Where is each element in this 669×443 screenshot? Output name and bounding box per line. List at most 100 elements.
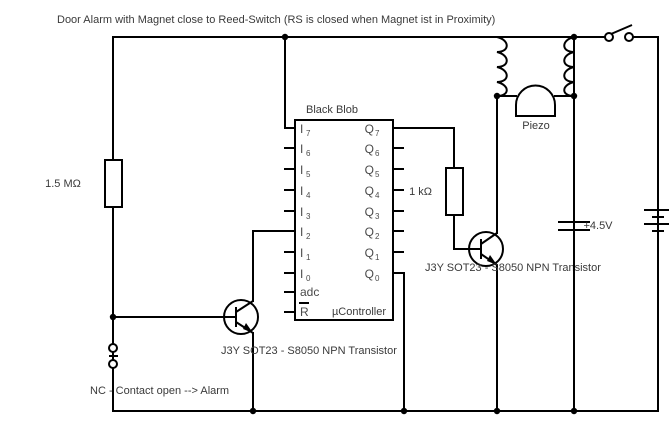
q0-output-net — [392, 272, 408, 415]
mcu-pin-q4-sub: 4 — [375, 191, 380, 200]
reed-switch-terminal-bottom — [108, 359, 118, 369]
coil-left — [496, 36, 508, 97]
junction-dot-reed-base — [109, 313, 117, 321]
mcu-pin-q0-sub: 0 — [375, 274, 380, 283]
coil-right — [563, 36, 575, 97]
junction-dot-piezo-left — [493, 92, 501, 100]
battery: +4.5V — [583, 209, 669, 232]
mcu-pin-i7: I 7 — [284, 122, 311, 138]
reed-switch-terminal-top — [108, 343, 118, 353]
piezo-label: Piezo — [522, 120, 550, 132]
mcu-pin-adc: adc — [284, 285, 319, 299]
mcu-output-pins: Q 7 Q 6 Q 5 Q 4 Q 3 — [365, 122, 404, 283]
piezo-assembly: Piezo — [493, 33, 578, 415]
reed-switch[interactable]: NC - Contact open --> Alarm — [90, 343, 229, 397]
mcu-name: µController — [332, 306, 386, 318]
mcu-pin-q6-sub: 6 — [375, 149, 380, 158]
mcu-pin-q5: Q 5 — [365, 163, 404, 179]
mcu-pin-q7: Q 7 — [365, 122, 404, 138]
q0-output-wire — [392, 272, 405, 412]
mcu-pin-i2: I 2 — [284, 225, 311, 241]
junction-dot-transistor-left-emitter — [249, 407, 257, 415]
mcu-pin-i7-label: I — [300, 122, 303, 136]
transistor-right-collector-lead — [480, 232, 498, 245]
mcu-pin-i2-label: I — [300, 225, 303, 239]
mcu-pin-q2-sub: 2 — [375, 232, 380, 241]
mcu-pin-i3-label: I — [300, 205, 303, 219]
mcu-block: Black Blob µController I 7 I 6 I 5 I — [284, 104, 404, 321]
transistor-left-label: J3Y SOT23 - S8050 NPN Transistor — [221, 345, 397, 357]
reed-switch-note: NC - Contact open --> Alarm — [90, 385, 229, 397]
mcu-pin-i4: I 4 — [284, 184, 311, 200]
mcu-pin-i1-label: I — [300, 246, 303, 260]
mcu-pin-q7-label: Q — [365, 122, 374, 136]
resistor-1m5-label: 1.5 MΩ — [45, 178, 81, 190]
mcu-pin-i6-sub: 6 — [306, 149, 311, 158]
resistor-1k-label: 1 kΩ — [409, 186, 432, 198]
mcu-pin-q4-label: Q — [365, 184, 374, 198]
transistor-left: J3Y SOT23 - S8050 NPN Transistor — [221, 230, 397, 415]
mcu-pin-i0: I 0 — [284, 267, 311, 283]
mcu-pin-adc-label: adc — [300, 285, 319, 299]
capacitor — [558, 36, 590, 412]
mcu-pin-i2-sub: 2 — [306, 232, 311, 241]
mcu-pin-q4: Q 4 — [365, 184, 404, 200]
transistor-left-envelope — [223, 299, 259, 335]
transistor-right: J3Y SOT23 - S8050 NPN Transistor — [425, 95, 601, 415]
mcu-pin-q5-label: Q — [365, 163, 374, 177]
mcu-pin-q1: Q 1 — [365, 246, 404, 262]
mcu-pin-i6: I 6 — [284, 142, 311, 158]
page-title: Door Alarm with Magnet close to Reed-Swi… — [57, 14, 495, 26]
supply-drop-to-i7 — [281, 33, 289, 129]
mcu-pin-i5: I 5 — [284, 163, 311, 179]
mcu-pin-i6-label: I — [300, 142, 303, 156]
mcu-pin-q1-sub: 1 — [375, 253, 380, 262]
mcu-pin-q5-sub: 5 — [375, 170, 380, 179]
mcu-pin-q0-label: Q — [365, 267, 374, 281]
transistor-left-collector-lead — [235, 300, 254, 313]
resistor-to-base-wire — [453, 214, 473, 250]
mcu-pin-q3: Q 3 — [365, 205, 404, 221]
junction-dot-transistor-right-emitter — [493, 407, 501, 415]
mcu-pin-i1: I 1 — [284, 246, 311, 262]
mcu-pin-q7-sub: 7 — [375, 129, 380, 138]
node-reed-base — [109, 313, 229, 321]
resistor-1m5: 1.5 MΩ — [45, 159, 123, 208]
mcu-extra-pins: adc R — [284, 285, 319, 319]
mcu-pin-q0: Q 0 — [365, 267, 380, 283]
mcu-pin-q2: Q 2 — [365, 225, 404, 241]
mcu-pin-q2-label: Q — [365, 225, 374, 239]
power-switch-terminal-right — [624, 32, 634, 42]
junction-dot-top-rail-mcu — [281, 33, 289, 41]
power-switch[interactable] — [595, 24, 659, 42]
transistor-right-label: J3Y SOT23 - S8050 NPN Transistor — [425, 262, 601, 274]
transistor-left-emitter-arrow — [243, 323, 253, 333]
transistor-left-collector-wire — [252, 230, 296, 302]
resistor-1m5-body — [104, 159, 123, 208]
mcu-caption: Black Blob — [306, 104, 358, 116]
mcu-pin-q3-sub: 3 — [375, 212, 380, 221]
resistor-1k-body — [445, 167, 464, 216]
mcu-pin-q3-label: Q — [365, 205, 374, 219]
battery-label: +4.5V — [583, 220, 613, 232]
mcu-pin-reset-label: R — [300, 305, 309, 319]
mcu-body — [294, 119, 394, 321]
mcu-pin-i4-label: I — [300, 184, 303, 198]
q7-to-resistor-wire — [402, 127, 455, 169]
transistor-right-emitter-arrow — [487, 255, 497, 265]
mcu-pin-i3: I 3 — [284, 205, 311, 221]
q7-base-drive-net: 1 kΩ — [402, 127, 473, 250]
mcu-input-pins: I 7 I 6 I 5 I 4 I 3 — [284, 122, 311, 283]
mcu-pin-q1-label: Q — [365, 246, 374, 260]
mcu-pin-i0-sub: 0 — [306, 274, 311, 283]
mcu-pin-i3-sub: 3 — [306, 212, 311, 221]
mcu-pin-reset: R — [284, 302, 309, 319]
power-switch-blade — [610, 24, 633, 35]
mcu-pin-q6-label: Q — [365, 142, 374, 156]
power-switch-terminal-left — [604, 32, 614, 42]
mcu-pin-i5-sub: 5 — [306, 170, 311, 179]
transistor-right-envelope — [468, 231, 504, 267]
mcu-pin-i5-label: I — [300, 163, 303, 177]
